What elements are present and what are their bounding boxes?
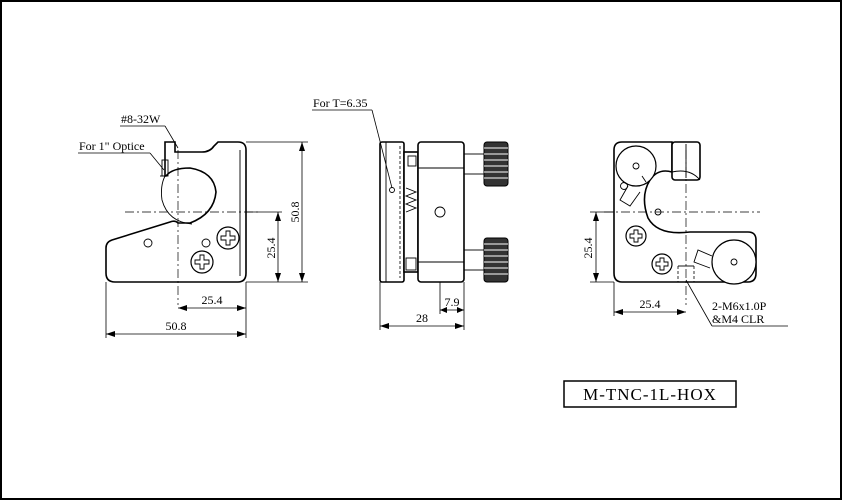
title-block: M-TNC-1L-HOX	[563, 380, 737, 408]
phillips-screw-icon	[190, 250, 214, 274]
knurled-knob-icon	[463, 237, 509, 283]
side-view-dimensions: For T=6.35 28 7.9	[312, 96, 465, 330]
rear-adjuster-upper	[615, 145, 657, 207]
label-thickness: For T=6.35	[313, 96, 368, 110]
knurled-knob-icon	[463, 141, 509, 187]
rear-view	[604, 141, 760, 305]
label-thread: #8-32W	[121, 112, 161, 126]
rear-adjuster-lower	[693, 239, 757, 285]
phillips-screw-icon	[651, 253, 673, 275]
front-view-leaders: #8-32W For 1" Optice	[78, 112, 179, 171]
dim-rear-center-height: 25.4	[581, 238, 595, 259]
dim-rear-center-width: 25.4	[640, 297, 661, 311]
front-view-hole-right	[201, 238, 211, 248]
label-optic: For 1" Optice	[79, 139, 145, 153]
front-view-bore	[160, 175, 193, 225]
dim-side-offset: 7.9	[445, 295, 460, 309]
front-view-hole-left	[143, 238, 153, 248]
phillips-screw-icon	[216, 226, 240, 250]
phillips-screw-icon	[625, 225, 647, 247]
model-number: M-TNC-1L-HOX	[583, 385, 717, 404]
dim-front-center-width: 25.4	[202, 293, 223, 307]
title-block-box	[563, 380, 737, 408]
front-view	[105, 141, 258, 305]
side-view-back-plate	[417, 141, 465, 283]
label-mount-screws-1: 2-M6x1.0P	[712, 299, 767, 313]
dim-side-depth: 28	[416, 311, 428, 325]
rear-view-dimensions: 25.4 25.4 2-M6x1.0P &M4 CLR	[581, 211, 788, 327]
dim-front-center-height: 25.4	[264, 238, 278, 259]
dim-front-width: 50.8	[166, 319, 187, 333]
front-view-dimensions: 50.8 25.4 25.4 50.8	[105, 141, 308, 338]
label-mount-screws-2: &M4 CLR	[712, 312, 764, 326]
front-view-body	[105, 141, 247, 283]
side-view	[379, 141, 509, 283]
dim-front-height: 50.8	[288, 202, 302, 223]
